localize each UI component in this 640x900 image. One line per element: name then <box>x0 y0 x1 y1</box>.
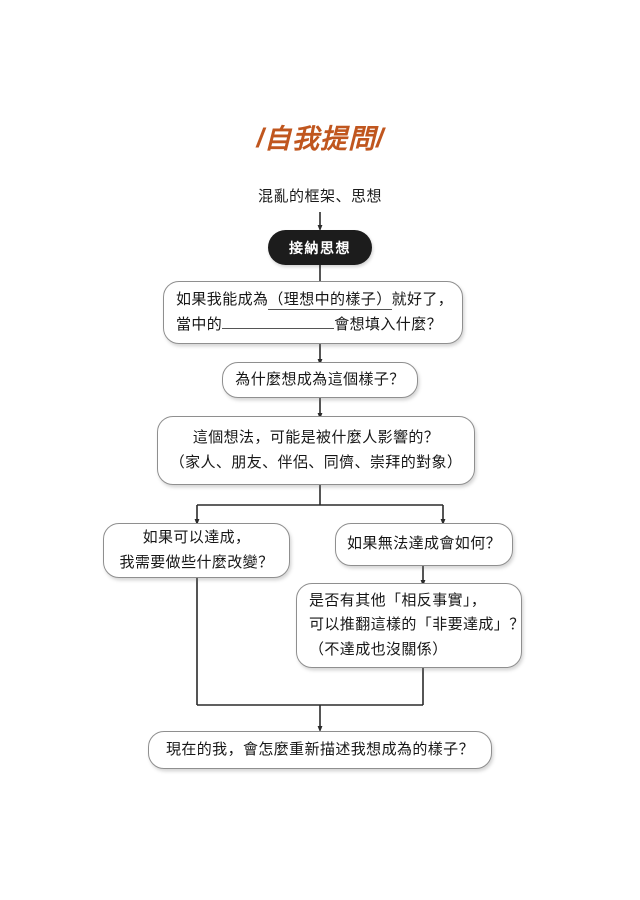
node-influenced-by-line1: 這個想法，可能是被什麼人影響的？ <box>192 429 440 447</box>
node-if-not-achievable[interactable]: 如果無法達成會如何？ <box>335 523 513 566</box>
node-ideal-self[interactable]: 如果我能成為（理想中的樣子）就好了， 當中的 會想填入什麼？ <box>163 281 463 344</box>
node-if-achievable[interactable]: 如果可以達成， 我需要做些什麼改變？ <box>103 523 290 578</box>
node-counter-fact-line2: 可以推翻這樣的「非要達成」？ <box>309 616 525 634</box>
title-label: 自我提問 <box>264 124 376 154</box>
ideal-line2-part-a: 當中的 <box>176 315 223 333</box>
node-influenced-by[interactable]: 這個想法，可能是被什麼人影響的？ （家人、朋友、伴侶、同儕、崇拜的對象） <box>157 416 475 485</box>
node-accept-thought-label: 接納思想 <box>289 239 351 256</box>
ideal-line2-blank-input[interactable] <box>222 327 335 329</box>
node-counter-fact-line3: （不達成也沒關係） <box>309 640 448 658</box>
node-counter-fact[interactable]: 是否有其他「相反事實」， 可以推翻這樣的「非要達成」？ （不達成也沒關係） <box>296 583 525 668</box>
ideal-line2-part-c: 會想填入什麼？ <box>334 315 443 333</box>
node-start-label: 混亂的框架、思想 <box>257 188 382 205</box>
node-if-achievable-line2: 我需要做些什麼改變？ <box>119 553 274 571</box>
node-if-not-achievable-label: 如果無法達成會如何？ <box>347 535 502 553</box>
node-if-achievable-line1: 如果可以達成， <box>142 529 251 547</box>
page-title: /自我提問/ <box>0 123 640 154</box>
node-accept-thought[interactable]: 接納思想 <box>268 230 372 265</box>
node-redescribe-self-label: 現在的我，會怎麼重新描述我想成為的樣子？ <box>165 740 474 758</box>
node-ideal-self-line1: 如果我能成為（理想中的樣子）就好了， <box>176 288 453 312</box>
title-slash-right: / <box>376 123 384 153</box>
title-slash-left: / <box>256 123 264 153</box>
node-counter-fact-line1: 是否有其他「相反事實」， <box>309 592 487 610</box>
node-ideal-self-line2: 當中的 會想填入什麼？ <box>176 313 450 337</box>
node-redescribe-self[interactable]: 現在的我，會怎麼重新描述我想成為的樣子？ <box>148 731 492 769</box>
node-influenced-by-line2: （家人、朋友、伴侶、同儕、崇拜的對象） <box>169 453 463 471</box>
node-why-become-label: 為什麼想成為這個樣子？ <box>235 370 405 388</box>
ideal-line1-blank-filled[interactable]: （理想中的樣子） <box>268 291 392 311</box>
node-why-become[interactable]: 為什麼想成為這個樣子？ <box>222 362 418 398</box>
ideal-line1-part-a: 如果我能成為 <box>176 291 269 309</box>
ideal-line1-part-c: 就好了， <box>391 291 454 309</box>
